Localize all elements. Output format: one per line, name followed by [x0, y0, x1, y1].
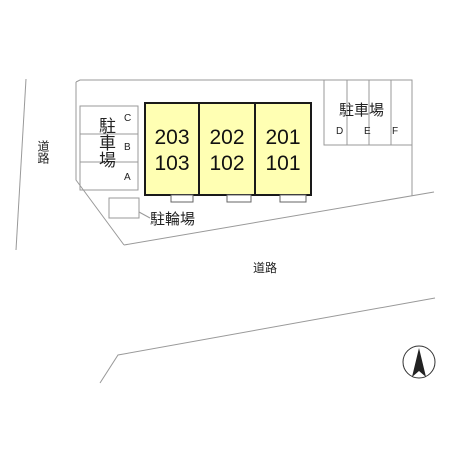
unit-label-column: 203 103 [145, 125, 199, 177]
unit-number-lower: 102 [209, 152, 245, 175]
bicycle-parking-label: 駐輪場 [150, 210, 196, 228]
unit-number-upper: 201 [265, 126, 301, 149]
bicycle-leader-line [138, 211, 151, 219]
parking-slot-label: E [364, 126, 371, 137]
parking-slot-label: A [124, 172, 131, 183]
unit-number-lower: 101 [265, 152, 301, 175]
parking-slot-label: B [124, 142, 131, 153]
entrance-step [226, 194, 252, 203]
parking-slot-label: F [392, 126, 399, 137]
unit-number-upper: 202 [209, 126, 245, 149]
unit-label-column: 202 102 [200, 125, 254, 177]
unit-cell [198, 102, 256, 196]
right-parking-area [323, 79, 413, 196]
left-parking-area [79, 105, 139, 191]
center-road-label: 道路 [253, 261, 278, 275]
site-boundary-left [75, 82, 125, 246]
unit-cell [254, 102, 312, 196]
site-boundary-top [75, 79, 324, 83]
north-arrow-icon [402, 345, 436, 379]
unit-label-column: 201 101 [256, 125, 310, 177]
left-parking-label: 駐車場 [95, 117, 115, 168]
parking-slot-label: C [124, 113, 132, 124]
left-road-label: 道路 [36, 140, 50, 164]
road-lower-edge [99, 297, 436, 384]
right-parking-label: 駐車場 [339, 101, 385, 119]
unit-number-upper: 203 [154, 126, 190, 149]
unit-number-lower: 103 [154, 152, 190, 175]
bicycle-parking-area [108, 197, 140, 219]
parking-slot-label: D [336, 126, 344, 137]
entrance-step [170, 194, 194, 203]
road-upper-edge [123, 191, 435, 246]
entrance-step [279, 194, 307, 203]
left-road-edge [15, 78, 27, 251]
